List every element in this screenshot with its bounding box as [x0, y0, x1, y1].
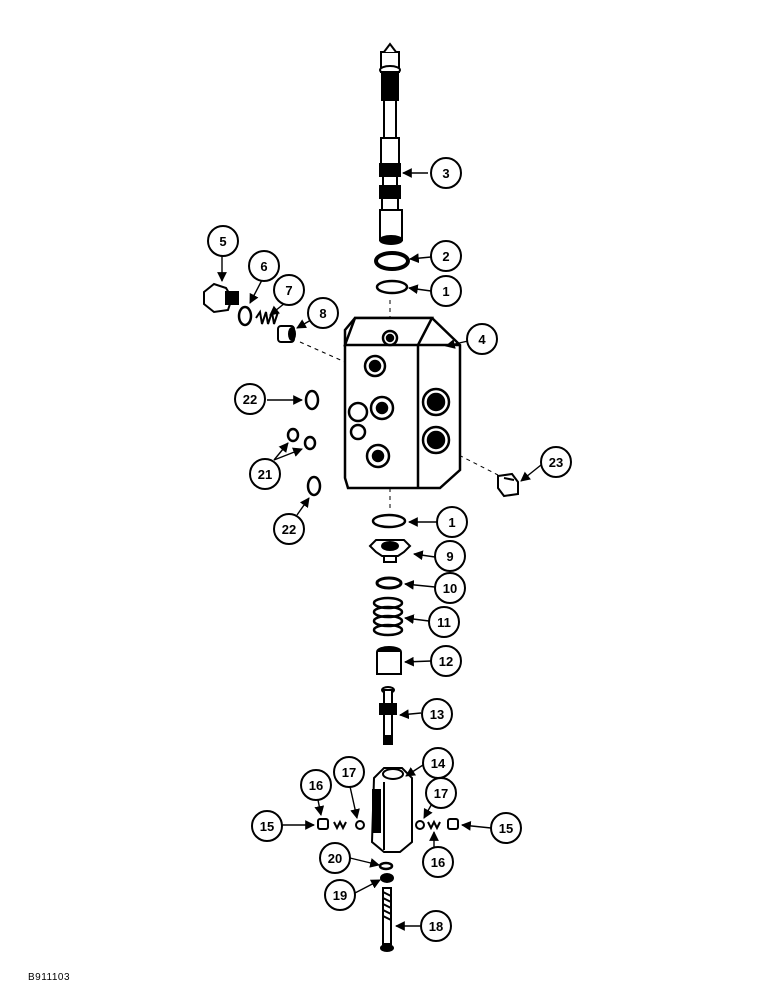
- spring-seat-part: [368, 539, 412, 563]
- figure-code-label: B911103: [28, 972, 71, 983]
- callout-16-right: 16: [422, 846, 454, 878]
- cap-part: [497, 472, 519, 498]
- callout-7-label: 7: [285, 283, 292, 298]
- callout-18-label: 18: [429, 919, 443, 934]
- callout-10: 10: [434, 572, 466, 604]
- callout-16-left-label: 16: [309, 778, 323, 793]
- callout-13: 13: [421, 698, 453, 730]
- fitting-parts-right: [415, 818, 459, 831]
- callout-18: 18: [420, 910, 452, 942]
- callout-22-upper: 22: [234, 383, 266, 415]
- callout-23: 23: [540, 446, 572, 478]
- callout-8: 8: [307, 297, 339, 329]
- callout-16-right-label: 16: [431, 855, 445, 870]
- callout-6-label: 6: [260, 259, 267, 274]
- spring-part-11: [372, 596, 404, 637]
- callout-3-label: 3: [442, 166, 449, 181]
- callout-1-upper-label: 1: [442, 284, 449, 299]
- callout-3: 3: [430, 157, 462, 189]
- callout-13-label: 13: [430, 707, 444, 722]
- callout-15-right: 15: [490, 812, 522, 844]
- callout-16-left: 16: [300, 769, 332, 801]
- poppet-part: [277, 325, 296, 343]
- callout-4: 4: [466, 323, 498, 355]
- callout-11-label: 11: [437, 615, 451, 630]
- callout-19-label: 19: [333, 888, 347, 903]
- callout-22-lower: 22: [273, 513, 305, 545]
- seal-retainer-part: [374, 251, 410, 271]
- valve-body-part: [343, 316, 462, 490]
- o-ring-part-22-lower: [306, 475, 322, 497]
- callout-2: 2: [430, 240, 462, 272]
- leader-lines: [217, 168, 542, 931]
- callout-4-label: 4: [478, 332, 486, 347]
- washer-part-20: [378, 861, 394, 871]
- callout-7: 7: [273, 274, 305, 306]
- callout-1-lower-label: 1: [448, 515, 455, 530]
- rod-part: [380, 887, 394, 952]
- callout-9: 9: [434, 540, 466, 572]
- washer-part: [375, 576, 403, 590]
- callout-17-right-label: 17: [434, 786, 448, 801]
- callout-23-label: 23: [549, 455, 563, 470]
- callout-10-label: 10: [443, 581, 457, 596]
- callout-14: 14: [422, 747, 454, 779]
- callout-2-label: 2: [442, 249, 449, 264]
- callout-15-left-label: 15: [260, 819, 274, 834]
- callout-17-left-label: 17: [342, 765, 356, 780]
- callout-11: 11: [428, 606, 460, 638]
- spool-part: [379, 42, 403, 245]
- callout-21: 21: [249, 458, 281, 490]
- callout-9-label: 9: [446, 549, 453, 564]
- callout-5: 5: [207, 225, 239, 257]
- nut-part-19: [380, 873, 394, 883]
- callout-1-upper: 1: [430, 275, 462, 307]
- callout-20: 20: [319, 842, 351, 874]
- callout-22-upper-label: 22: [243, 392, 257, 407]
- callout-15-left: 15: [251, 810, 283, 842]
- callout-5-label: 5: [219, 234, 226, 249]
- o-ring-part-22-upper: [304, 389, 320, 411]
- callout-6: 6: [248, 250, 280, 282]
- callout-22-lower-label: 22: [282, 522, 296, 537]
- sleeve-part: [376, 646, 402, 675]
- o-ring-part-lower: [371, 513, 407, 529]
- callout-8-label: 8: [319, 306, 326, 321]
- callout-17-left: 17: [333, 756, 365, 788]
- callout-15-right-label: 15: [499, 821, 513, 836]
- spring-part-7: [255, 309, 279, 325]
- o-ring-part-upper: [375, 279, 409, 295]
- cap-housing-part: [370, 767, 413, 853]
- callout-17-right: 17: [425, 777, 457, 809]
- callout-14-label: 14: [431, 756, 446, 771]
- callout-12-label: 12: [439, 654, 453, 669]
- bolt-part: [379, 686, 397, 745]
- callout-1-lower: 1: [436, 506, 468, 538]
- callout-20-label: 20: [328, 851, 342, 866]
- fitting-parts-left: [317, 818, 365, 831]
- o-ring-part-6: [237, 305, 253, 327]
- callout-19: 19: [324, 879, 356, 911]
- o-ring-parts-21: [286, 427, 317, 451]
- callout-12: 12: [430, 645, 462, 677]
- plug-part: [203, 282, 239, 314]
- callout-21-label: 21: [258, 467, 272, 482]
